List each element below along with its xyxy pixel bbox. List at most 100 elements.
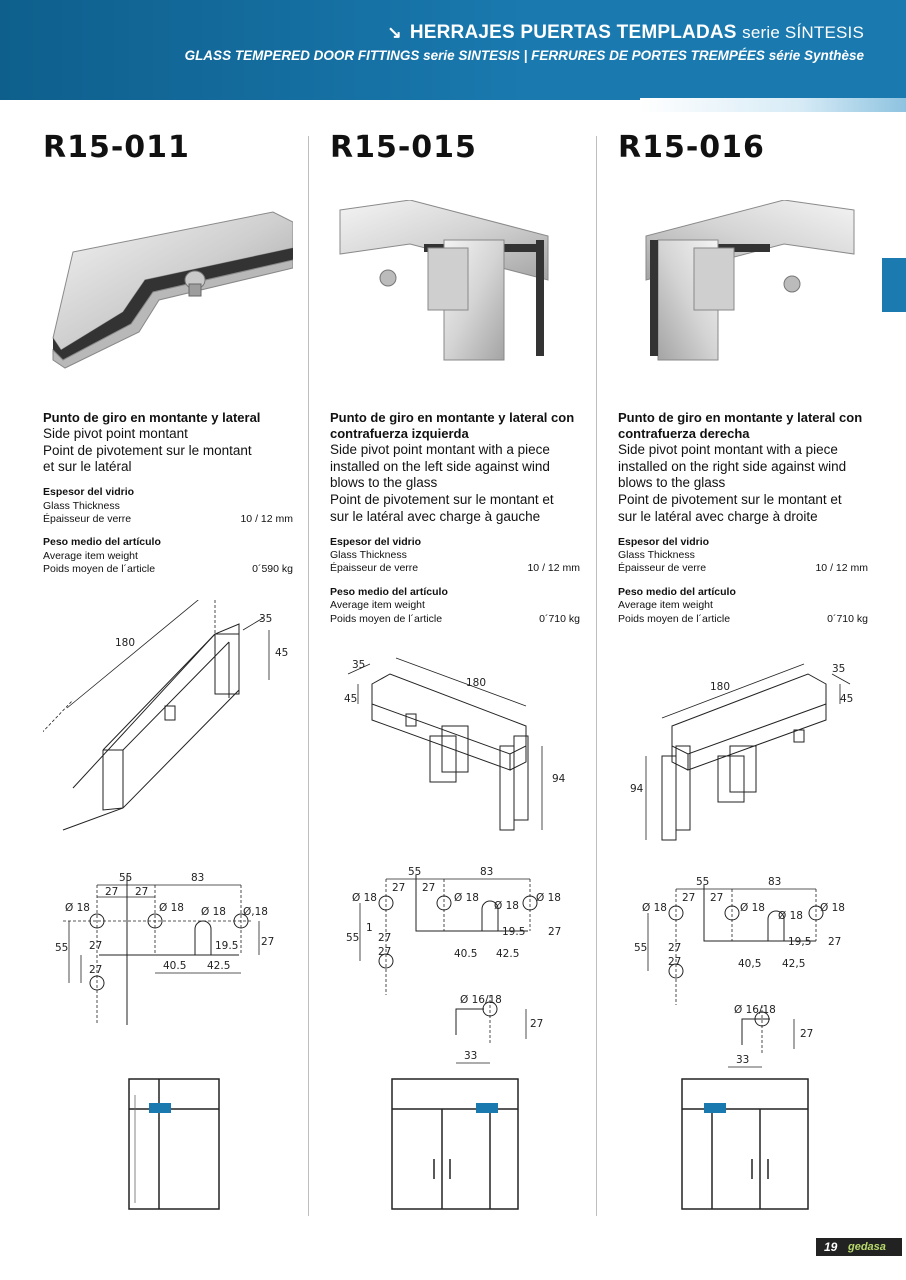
dim-v55: 55	[634, 942, 647, 954]
description-line: blows to the glass	[330, 475, 438, 491]
dim-v27a: 27	[668, 942, 681, 954]
dim-27a: 27	[682, 892, 695, 904]
dim-v27a: 27	[89, 940, 102, 952]
spec-label-en: Glass Thickness	[43, 499, 120, 512]
dim-v27c: 27	[828, 936, 841, 948]
product-description: Punto de giro en montante y lateral con …	[618, 410, 868, 626]
spec-value: 10 / 12 mm	[815, 562, 868, 575]
glass-thickness-spec: Espesor del vidrio Glass Thickness Épais…	[330, 536, 580, 576]
dim-27a: 27	[392, 882, 405, 894]
dim-83: 83	[191, 872, 204, 884]
product-column-1: R15-011 Punto de giro en montante y late…	[43, 130, 293, 1210]
fitting-highlight	[476, 1103, 498, 1113]
dim-v55: 55	[346, 932, 359, 944]
dim-42-5: 42,5	[782, 958, 805, 970]
dim-height: 45	[840, 693, 853, 705]
column-divider	[596, 136, 597, 1216]
dim-diam3: Ø 18	[778, 910, 803, 922]
arrow-down-right-icon: ↘	[387, 23, 402, 42]
dim-83: 83	[768, 876, 781, 888]
dim-83: 83	[480, 866, 493, 878]
spec-value: 0´590 kg	[252, 563, 293, 576]
spec-label-en: Average item weight	[43, 549, 138, 562]
dim-diam3: Ø 18	[494, 900, 519, 912]
dim-27a: 27	[105, 886, 118, 898]
door-installation-diagram	[681, 1078, 809, 1210]
description-line: blows to the glass	[618, 475, 726, 491]
header-title-serie: serie SÍNTESIS	[742, 23, 864, 42]
spec-label-en: Glass Thickness	[618, 548, 695, 561]
description-line: installed on the left side against wind	[330, 458, 550, 474]
fitting-highlight	[149, 1103, 171, 1113]
header-title-bold: HERRAJES PUERTAS TEMPLADAS	[409, 22, 737, 43]
dim-40-5: 40,5	[738, 958, 761, 970]
dim-height: 45	[275, 647, 288, 659]
dim-diam2: Ø 18	[159, 902, 184, 914]
header-title: ↘ HERRAJES PUERTAS TEMPLADAS serie SÍNTES…	[387, 22, 864, 44]
product-title: Punto de giro en montante y lateral	[43, 410, 261, 425]
hole-pattern-drawing: 55 83 27 27 Ø 18 Ø 18 Ø 18 Ø 18 55 27 27…	[634, 876, 845, 1068]
dim-width: 35	[352, 659, 365, 671]
product-title: Punto de giro en montante y lateral con …	[330, 410, 575, 441]
dim-diam4: Ø,18	[243, 906, 268, 918]
door-installation-diagram	[391, 1078, 519, 1210]
dim-diam1: Ø 18	[65, 902, 90, 914]
dim-diam4: Ø 18	[536, 892, 561, 904]
dim-width: 35	[832, 663, 845, 675]
description-line: Point de pivotement sur le montant	[43, 442, 252, 458]
dimension-drawing-3d: 180 35 45 94	[630, 663, 853, 841]
weight-spec: Peso medio del artículo Average item wei…	[618, 586, 868, 626]
glass-thickness-spec: Espesor del vidrio Glass Thickness Épais…	[43, 486, 293, 526]
spec-label-fr: Poids moyen de l´article	[618, 612, 731, 625]
hole-pattern-drawing: 55 83 27 27 Ø 18 Ø 18 Ø 18 Ø,18 55 27 27…	[55, 872, 274, 1025]
spec-label: Espesor del vidrio	[43, 486, 135, 499]
dim-height: 45	[344, 693, 357, 705]
spec-label-fr: Épaisseur de verre	[618, 562, 707, 575]
weight-spec: Peso medio del artículo Average item wei…	[330, 586, 580, 626]
dim-width: 35	[259, 613, 272, 625]
dim-42-5: 42.5	[496, 948, 519, 960]
page-header: ↘ HERRAJES PUERTAS TEMPLADAS serie SÍNTES…	[0, 0, 906, 100]
page-number: 19	[824, 1240, 838, 1254]
spec-label: Espesor del vidrio	[618, 535, 710, 548]
spec-label: Peso medio del artículo	[618, 585, 736, 598]
description-line: Side pivot point montant with a piece	[618, 442, 838, 457]
dim-pin-h: 27	[800, 1028, 813, 1040]
dim-40-5: 40.5	[163, 960, 186, 972]
glass-thickness-spec: Espesor del vidrio Glass Thickness Épais…	[618, 536, 868, 576]
dim-diam1: Ø 18	[352, 892, 377, 904]
dim-42-5: 42.5	[207, 960, 230, 972]
dim-length: 180	[710, 681, 730, 693]
door-installation-diagram	[128, 1078, 220, 1210]
dim-27b: 27	[135, 886, 148, 898]
dim-diam2: Ø 18	[740, 902, 765, 914]
spec-label-fr: Poids moyen de l´article	[43, 563, 156, 576]
column-divider	[308, 136, 309, 1216]
product-code: R15-015	[330, 130, 477, 165]
spec-label-fr: Poids moyen de l´article	[330, 612, 443, 625]
product-code: R15-011	[43, 130, 190, 165]
spec-label-en: Glass Thickness	[330, 548, 407, 561]
hole-pattern-drawing: 55 83 27 27 Ø 18 Ø 18 Ø 18 Ø 18 55 1 27 …	[346, 866, 561, 1064]
dim-v27c: 27	[548, 926, 561, 938]
dim-19-5: 19.5	[215, 940, 238, 952]
dim-v27b: 27	[378, 946, 391, 958]
dim-length: 180	[466, 677, 486, 689]
dim-depth: 94	[552, 773, 566, 785]
dim-depth: 94	[630, 783, 644, 795]
product-photo	[52, 211, 293, 369]
description-line: Point de pivotement sur le montant et	[330, 492, 554, 508]
page-footer: 19 gedasa	[816, 1238, 902, 1256]
dimension-drawing-3d: 180 35 45 94	[344, 657, 566, 831]
spec-label: Espesor del vidrio	[330, 535, 422, 548]
dim-v27a: 27	[378, 932, 391, 944]
dim-27b: 27	[422, 882, 435, 894]
spec-value: 10 / 12 mm	[240, 512, 293, 525]
product-title: Punto de giro en montante y lateral con …	[618, 410, 863, 441]
product-column-2: R15-015 Punto de giro en montante y late…	[330, 130, 580, 1210]
description-line: sur le latéral avec charge à gauche	[330, 508, 541, 524]
spec-label-fr: Épaisseur de verre	[43, 512, 132, 525]
dim-55: 55	[696, 876, 709, 888]
dim-pin-w: 33	[464, 1050, 477, 1062]
brand-logo: gedasa	[848, 1241, 886, 1253]
